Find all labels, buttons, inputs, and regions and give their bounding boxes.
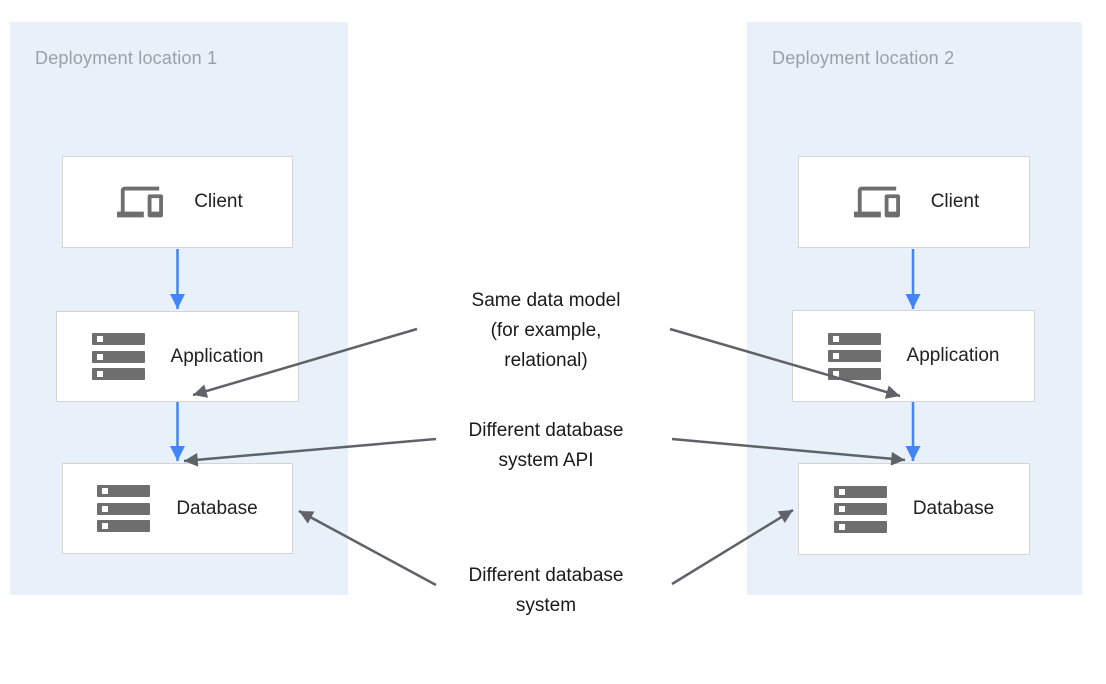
devices-icon <box>853 186 900 218</box>
annotation-line: relational) <box>504 350 588 371</box>
annotation-line: system <box>515 595 577 616</box>
annotation-line: Same data model <box>471 290 621 311</box>
zone-2-title: Deployment location 2 <box>772 48 955 68</box>
storage-icon <box>827 332 881 380</box>
annotation-line: (for example, <box>490 320 602 341</box>
annotation-line: system API <box>498 450 594 471</box>
annotation-line: Different database <box>468 420 624 441</box>
application-node-1: Application <box>56 311 299 402</box>
database-node-2: Database <box>798 463 1030 555</box>
node-label: Database <box>176 497 258 519</box>
client-node-1: Client <box>62 156 293 248</box>
annotation-different-db-api: Different database system API <box>416 416 676 476</box>
storage-icon <box>91 333 145 380</box>
zone-1-title: Deployment location 1 <box>35 48 218 68</box>
annotation-different-db-system: Different database system <box>416 561 676 621</box>
storage-icon <box>97 485 151 532</box>
node-label: Client <box>194 191 243 212</box>
annotation-line: Different database <box>468 565 624 586</box>
node-label: Database <box>912 498 995 519</box>
annotation-same-data-model: Same data model (for example, relational… <box>416 286 676 376</box>
node-label: Application <box>906 345 1000 366</box>
database-node-1: Database <box>62 463 293 554</box>
client-node-2: Client <box>798 156 1030 248</box>
node-label: Client <box>930 191 980 212</box>
node-label: Application <box>170 345 264 367</box>
devices-icon <box>117 186 164 218</box>
storage-icon <box>833 485 887 533</box>
application-node-2: Application <box>792 310 1035 402</box>
